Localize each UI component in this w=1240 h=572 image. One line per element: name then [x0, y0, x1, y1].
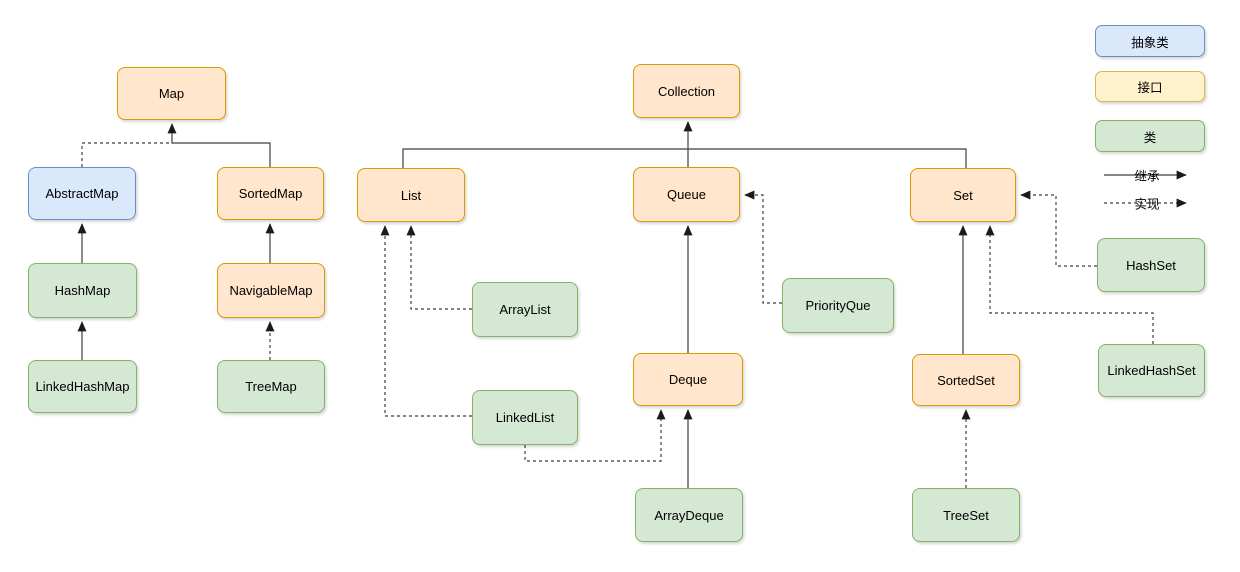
node-deque-label: Deque: [668, 372, 708, 387]
edge-hashset-set: [1020, 190, 1097, 267]
edge-bus-list-set: [402, 148, 967, 168]
node-list-label: List: [400, 187, 422, 203]
node-sortedmap-label: SortedMap: [238, 186, 303, 201]
node-linkedhashset-label: LinkedHashSet: [1107, 363, 1196, 378]
legend-abstract-class: 抽象类: [1095, 25, 1205, 57]
node-arraylist: ArrayList: [472, 282, 578, 337]
node-queue-label: Queue: [666, 187, 707, 202]
edge-linkedlist-list: [380, 225, 472, 417]
node-arraydeque-label: ArrayDeque: [654, 507, 724, 523]
node-linkedhashmap: LinkedHashMap: [28, 360, 137, 413]
node-arraylist-label: ArrayList: [499, 302, 551, 317]
node-collection: Collection: [633, 64, 740, 118]
legend-class-label: 类: [1143, 130, 1157, 145]
node-hashmap-label: HashMap: [54, 283, 111, 298]
node-treemap-label: TreeMap: [245, 379, 297, 394]
node-treeset-label: TreeSet: [943, 507, 989, 523]
node-sortedmap: SortedMap: [217, 167, 324, 220]
legend-abstract-class-label: 抽象类: [1131, 35, 1169, 50]
node-collection-label: Collection: [657, 83, 716, 99]
edge-abstractmap-map: [81, 142, 170, 167]
node-arraydeque: ArrayDeque: [635, 488, 743, 542]
legend-class: 类: [1095, 120, 1205, 152]
node-abstractmap: AbstractMap: [28, 167, 136, 220]
node-navigablemap-label: NavigableMap: [229, 283, 313, 298]
edge-priorityque-queue: [744, 190, 782, 304]
node-treemap: TreeMap: [217, 360, 325, 413]
legend-interface: 接口: [1095, 71, 1205, 102]
node-treeset: TreeSet: [912, 488, 1020, 542]
node-navigablemap: NavigableMap: [217, 263, 325, 318]
node-set: Set: [910, 168, 1016, 222]
node-map-label: Map: [158, 86, 185, 101]
node-priorityque-label: PriorityQue: [805, 298, 871, 313]
node-list: List: [357, 168, 465, 222]
node-linkedlist-label: LinkedList: [495, 410, 555, 425]
node-sortedset: SortedSet: [912, 354, 1020, 406]
node-deque: Deque: [633, 353, 743, 406]
legend-interface-label: 接口: [1137, 81, 1163, 95]
edge-arraylist-list: [406, 225, 472, 310]
node-hashset: HashSet: [1097, 238, 1205, 292]
node-queue: Queue: [633, 167, 740, 222]
node-linkedhashmap-label: LinkedHashMap: [35, 379, 130, 394]
node-hashset-label: HashSet: [1126, 257, 1176, 273]
node-set-label: Set: [953, 187, 973, 203]
node-hashmap: HashMap: [28, 263, 137, 318]
legend-implementation-label: 实现: [1134, 197, 1160, 212]
node-abstractmap-label: AbstractMap: [45, 186, 119, 201]
node-map: Map: [117, 67, 226, 120]
edge-sortedmap-map: [167, 123, 271, 167]
node-priorityque: PriorityQue: [782, 278, 894, 333]
node-sortedset-label: SortedSet: [937, 372, 995, 388]
legend-inheritance-label: 继承: [1134, 169, 1160, 184]
node-linkedhashset: LinkedHashSet: [1098, 344, 1205, 397]
node-linkedlist: LinkedList: [472, 390, 578, 445]
edge-linkedlist-deque: [524, 409, 666, 462]
